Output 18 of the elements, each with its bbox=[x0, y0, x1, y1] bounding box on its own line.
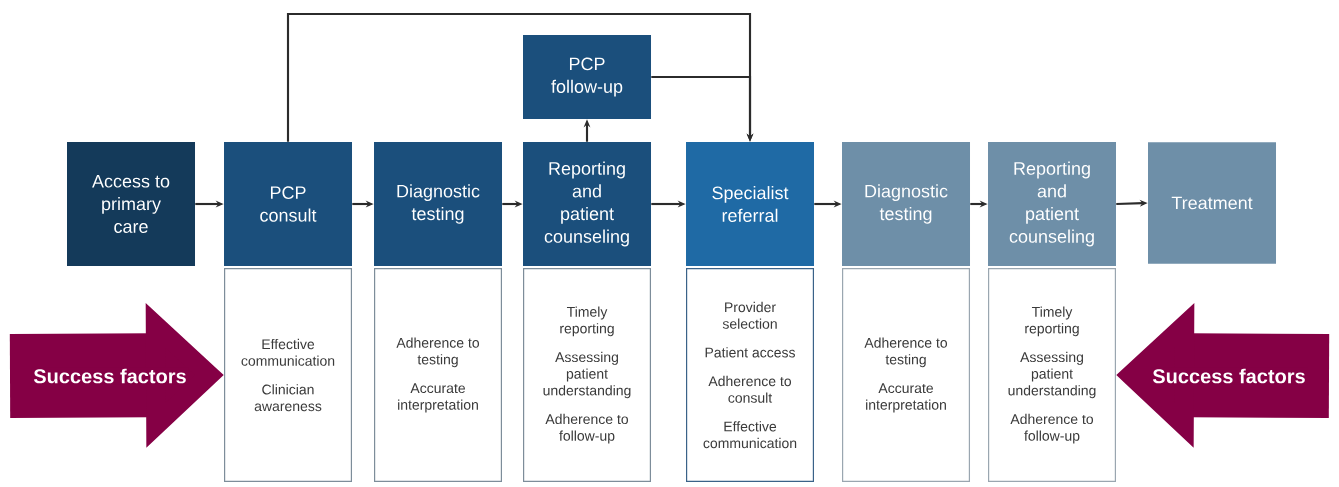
process-box: Diagnostic testing bbox=[842, 142, 970, 266]
process-box: PCP follow-up bbox=[523, 35, 651, 119]
factor-box: Timely reporting Assessing patient understanding Adherence to follow-up bbox=[988, 268, 1116, 482]
process-box: Access to primary care bbox=[67, 142, 195, 266]
process-box: Specialist referral bbox=[686, 142, 814, 266]
factor-box: Effective communication Clinician awareness bbox=[224, 268, 352, 482]
process-box: Reporting and patient counseling bbox=[523, 142, 651, 266]
edge-label: Success factors bbox=[31, 367, 189, 385]
factor-box: Timely reporting Assessing patient understanding Adherence to follow-up bbox=[523, 268, 651, 482]
process-box: PCP consult bbox=[224, 142, 352, 266]
process-box: Reporting and patient counseling bbox=[988, 142, 1116, 266]
arrow bbox=[286, 12, 754, 142]
factor-box: Provider selection Patient access Adherence to consult Effective communication bbox=[686, 268, 814, 482]
factor-box: Adherence to testing Accurate interpretation bbox=[374, 268, 502, 482]
process-box: Diagnostic testing bbox=[374, 142, 502, 266]
factor-box: Adherence to testing Accurate interpretation bbox=[842, 268, 970, 482]
edge-label: Success factors bbox=[1150, 367, 1308, 385]
process-box: Treatment bbox=[1148, 142, 1276, 264]
